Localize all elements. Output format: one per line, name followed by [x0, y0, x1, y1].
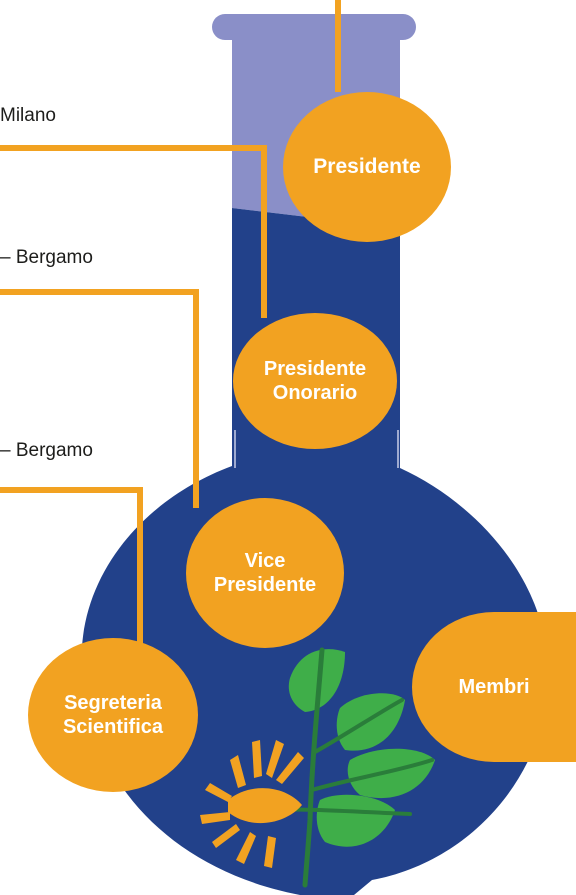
sun-ray [252, 740, 262, 778]
sun-ray [200, 812, 230, 824]
node-membri-label: Membri [458, 676, 530, 698]
node-segreteria-line2: Scientifica [62, 716, 164, 738]
stem-branch-1 [313, 698, 404, 754]
connector-segreteria [0, 487, 143, 648]
leaf-1 [288, 649, 345, 712]
node-vice-presidente-line2: Presidente [213, 574, 317, 596]
sun-ray [230, 755, 246, 788]
label-fragment-bergamo-2: – Bergamo [0, 440, 93, 461]
node-presidente-onorario-line1: Presidente [263, 358, 367, 380]
sun-icon [200, 740, 304, 868]
node-presidente: Presidente [283, 92, 451, 242]
stem [302, 647, 325, 888]
sun-ray [264, 836, 276, 868]
connector-presidente-onorario [0, 145, 267, 318]
node-presidente-onorario-line2: Onorario [272, 382, 358, 404]
plant-icon [266, 647, 435, 888]
node-vice-presidente: Vice Presidente [186, 498, 344, 648]
sun-ray [212, 824, 240, 848]
leaf-3 [347, 748, 435, 799]
label-fragment-bergamo-1: – Bergamo [0, 247, 93, 268]
node-segreteria-line1: Segreteria [64, 692, 162, 714]
node-vice-presidente-line1: Vice [244, 550, 286, 572]
node-presidente-onorario: Presidente Onorario [233, 313, 397, 449]
connector-vice-presidente [0, 289, 199, 508]
node-presidente-label: Presidente [313, 155, 421, 179]
node-membri: Membri [412, 612, 576, 762]
leaf-4 [316, 794, 395, 847]
sun-ray [266, 740, 284, 778]
flask-rim [212, 14, 416, 40]
stem-branch-2 [310, 758, 434, 792]
label-fragment-milano: Milano [0, 105, 56, 126]
sun-ray [236, 832, 256, 864]
node-segreteria-scientifica: Segreteria Scientifica [28, 638, 198, 792]
sun-ray [276, 752, 304, 784]
sun-core [228, 788, 302, 824]
sun-ray [205, 783, 232, 802]
